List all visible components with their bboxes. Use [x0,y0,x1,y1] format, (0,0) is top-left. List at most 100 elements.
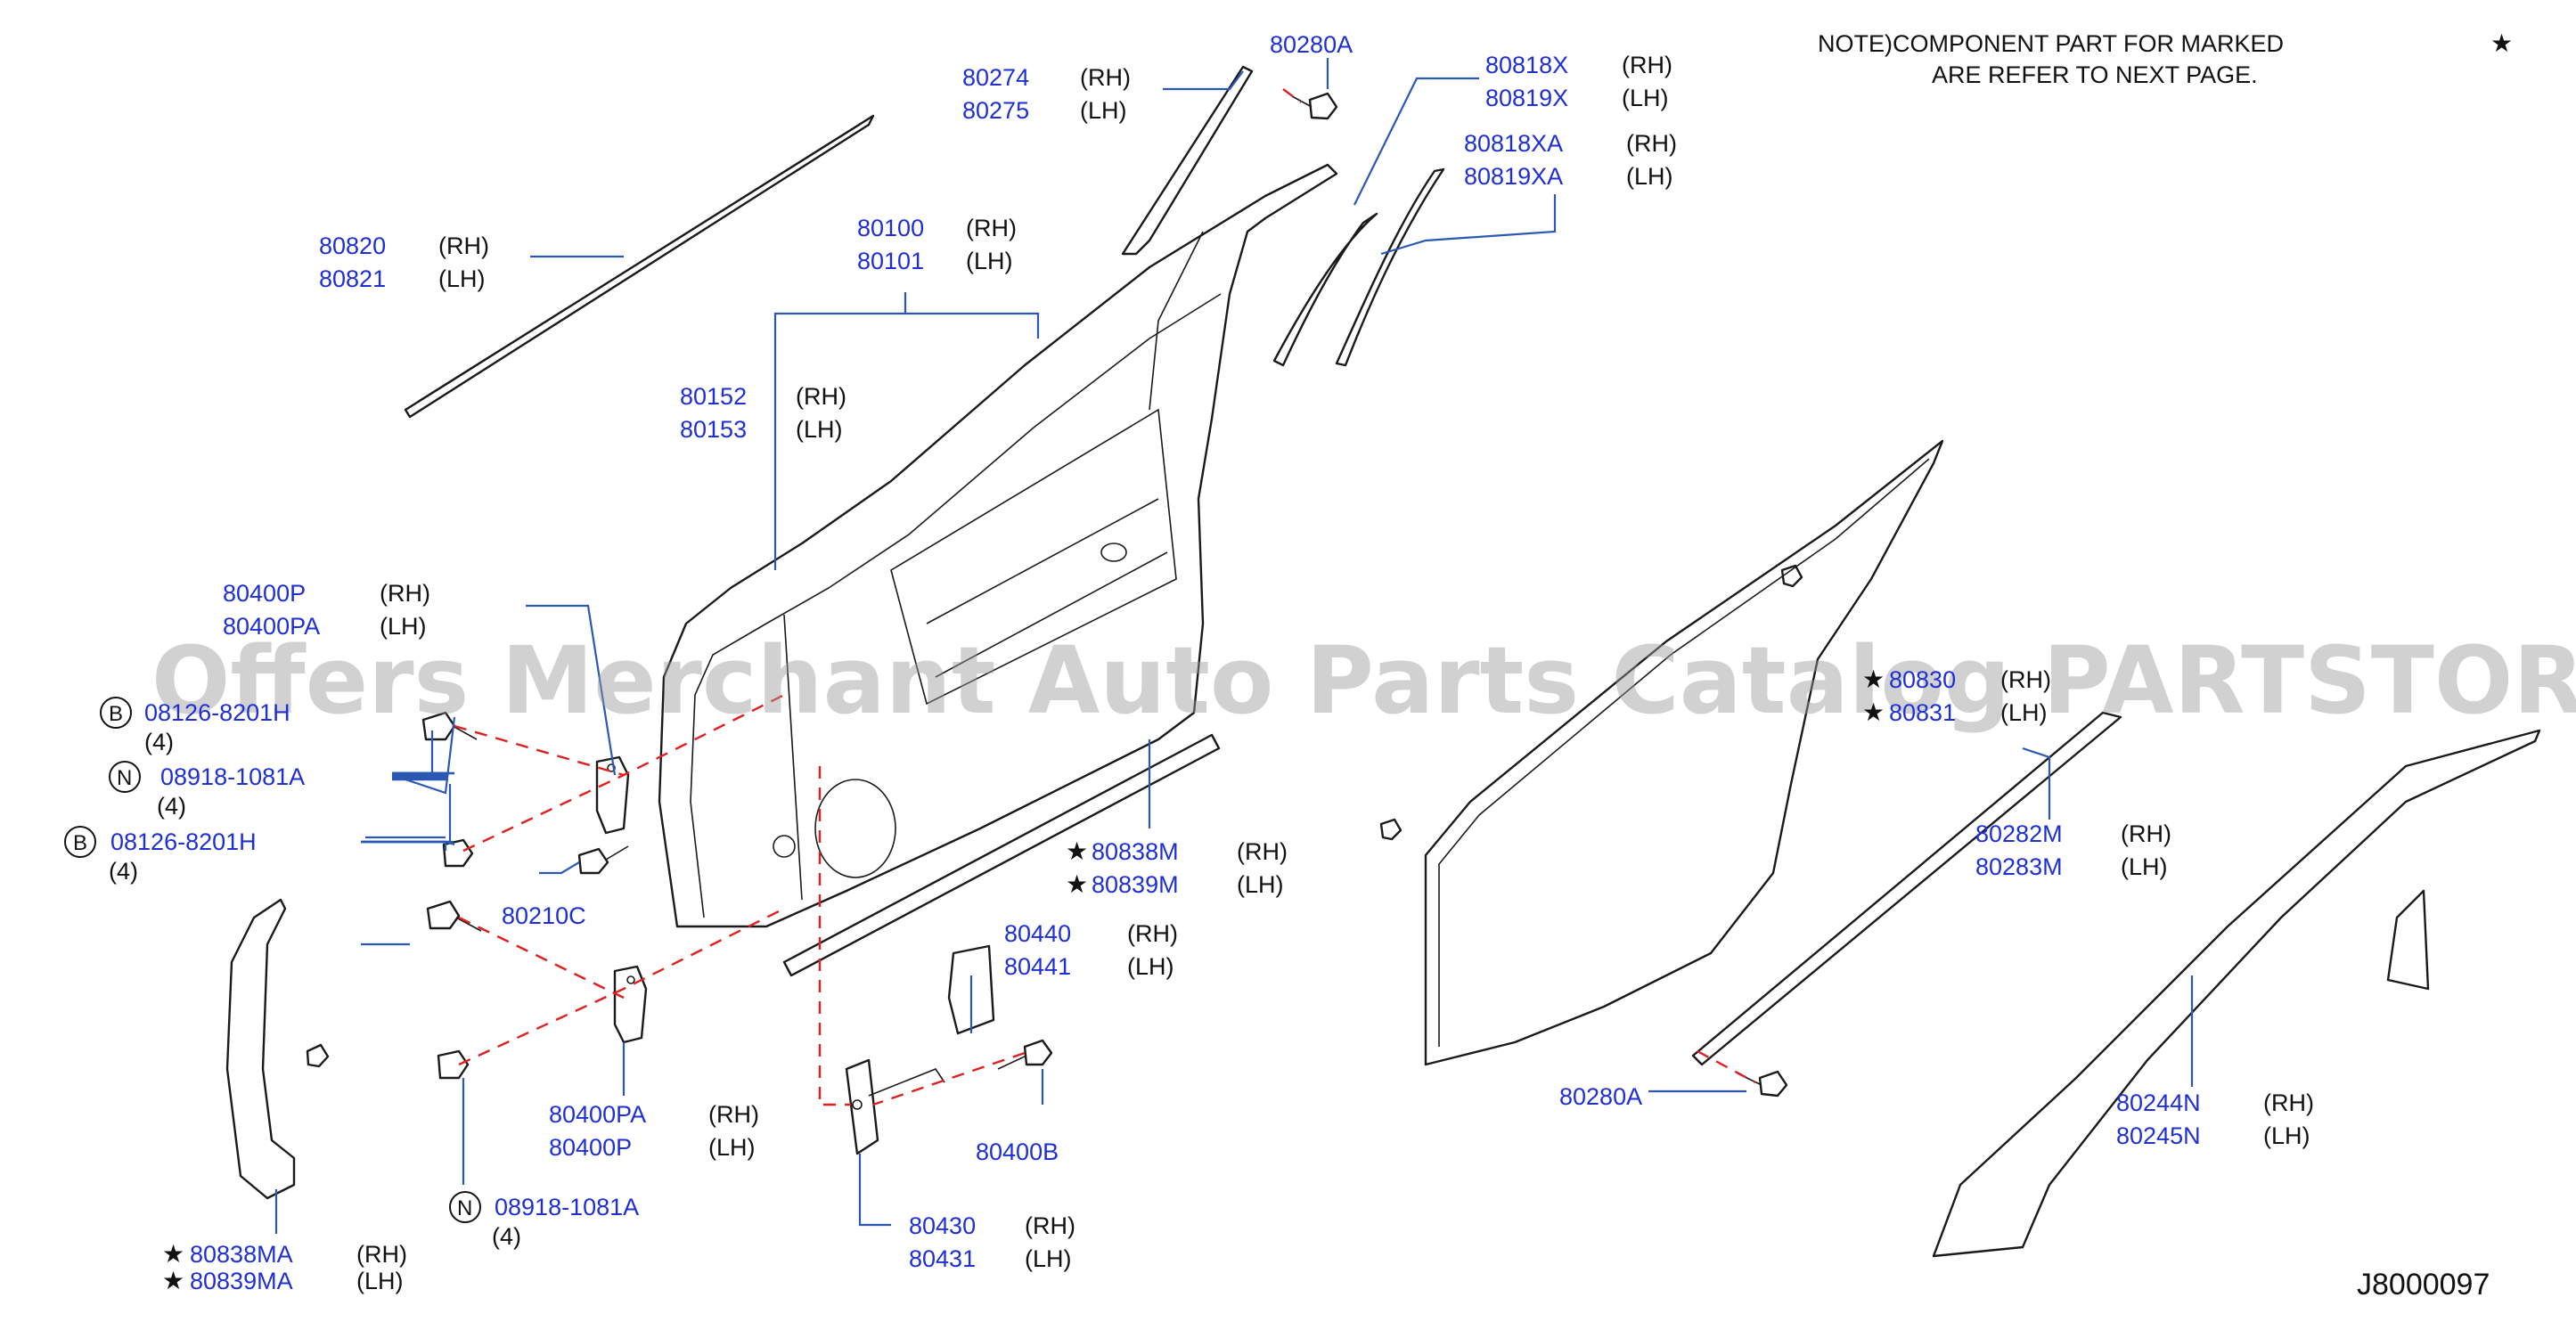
door-weatherstrip-lower [1691,711,2122,1066]
label-80819X[interactable]: 80819X [1485,85,1568,111]
side-lh-80400P-bottom: (LH) [708,1134,756,1161]
label-80838M[interactable]: 80838M [1092,838,1179,865]
front-door-shell [658,163,1338,928]
label-80280A-top[interactable]: 80280A [1270,31,1353,58]
label-08126-8201H-2[interactable]: 08126-8201H [110,828,257,855]
side-rh-80838M: (RH) [1237,838,1288,865]
label-80838MA[interactable]: 80838MA [190,1241,293,1268]
label-80282M[interactable]: 80282M [1975,820,2063,847]
star-80831-icon: ★ [1862,698,1885,727]
side-lh-80275: (LH) [1080,97,1127,124]
bolt-circle-icon-2 [64,826,96,858]
label-08126-8201H-1[interactable]: 08126-8201H [144,699,290,726]
note-line-2: ARE REFER TO NEXT PAGE. [1932,61,2258,88]
star-80830-icon: ★ [1862,665,1885,694]
qty-08918-1081A-1: (4) [157,793,186,820]
label-80274[interactable]: 80274 [962,64,1029,91]
door-frame-seal-outer [1932,729,2541,1258]
hinge-bolts [421,711,629,932]
label-80839MA[interactable]: 80839MA [190,1268,293,1294]
leader-lines-2 [274,730,2194,1234]
label-80819XA[interactable]: 80819XA [1464,163,1563,190]
label-80280A-bottom[interactable]: 80280A [1559,1083,1642,1110]
sash-trim-upper [1121,65,1254,256]
nut-circle-letter: N [117,766,132,790]
bolt-circle-letter: B [109,702,123,726]
hinge-lower [613,965,648,1044]
side-lh-80839M: (LH) [1237,871,1284,898]
side-lh-80441: (LH) [1127,953,1174,980]
label-80430[interactable]: 80430 [909,1212,976,1239]
label-80400P-bottom[interactable]: 80400P [549,1134,632,1161]
side-lh-80283M: (LH) [2121,853,2168,880]
label-80821[interactable]: 80821 [319,265,386,292]
label-80245N[interactable]: 80245N [2116,1122,2201,1149]
star-80838MA-icon: ★ [162,1239,184,1269]
qty-08126-8201H-2: (4) [109,858,138,885]
label-80275[interactable]: 80275 [962,97,1029,124]
qty-08126-8201H-1: (4) [144,729,174,755]
side-lh-80431: (LH) [1025,1245,1072,1272]
label-80431[interactable]: 80431 [909,1245,976,1272]
label-80440[interactable]: 80440 [1004,920,1071,947]
screw-80280A-top [1291,92,1338,120]
label-80818X[interactable]: 80818X [1485,52,1568,78]
side-rh-80430: (RH) [1025,1212,1075,1239]
watermark-text: Offers Merchant Auto Parts Catalog PARTS… [151,626,2576,735]
nut-circle-icon [109,761,141,793]
nut-circle-icon-2 [449,1191,481,1223]
label-80400PA-bottom[interactable]: 80400PA [549,1101,646,1128]
label-80153[interactable]: 80153 [680,416,747,443]
side-lh-80101: (LH) [966,248,1013,274]
side-rh-80820: (RH) [438,233,489,259]
qty-08918-1081A-2: (4) [492,1223,521,1250]
corner-seal-strips [1272,167,1445,367]
door-lower-molding [782,733,1221,977]
hinge-nuts [437,838,474,1080]
star-80839MA-icon: ★ [162,1266,184,1295]
label-08918-1081A-2[interactable]: 08918-1081A [495,1194,639,1220]
hinge-upper [595,755,630,835]
label-80400B[interactable]: 80400B [976,1138,1059,1165]
label-80100[interactable]: 80100 [857,215,924,241]
label-80101[interactable]: 80101 [857,248,924,274]
label-80210C[interactable]: 80210C [502,902,586,929]
side-rh-80838MA: (RH) [356,1241,407,1268]
side-rh-80244N: (RH) [2263,1089,2314,1116]
side-rh-80282M: (RH) [2121,820,2171,847]
star-80839M-icon: ★ [1066,869,1088,899]
label-80839M[interactable]: 80839M [1092,871,1179,898]
label-80152[interactable]: 80152 [680,383,747,410]
body-side-weatherstrip [1379,439,1944,1066]
note-line-1: NOTE)COMPONENT PART FOR MARKED [1818,30,2284,57]
side-rh-80400P-top: (RH) [380,580,430,607]
label-80283M[interactable]: 80283M [1975,853,2063,880]
part-labels: 80280A 80274 (RH) 80275 (LH) 80818X (RH)… [64,31,2314,1295]
label-80244N[interactable]: 80244N [2116,1089,2201,1116]
bolt-circle-letter-2: B [73,831,87,855]
check-cover [947,944,995,1035]
front-sash-seal [225,898,330,1200]
side-rh-80830: (RH) [2000,666,2051,693]
label-80400P-top[interactable]: 80400P [223,580,306,607]
label-80830[interactable]: 80830 [1889,666,1956,693]
diagram-reference: J8000097 [2357,1268,2490,1302]
bolt-circle-icon [100,697,132,729]
side-lh-80819XA: (LH) [1626,163,1673,190]
nut-circle-letter-2: N [457,1196,472,1220]
side-rh-80152: (RH) [796,383,846,410]
side-lh-80839MA: (LH) [356,1268,404,1294]
label-80820[interactable]: 80820 [319,233,386,259]
side-rh-80274: (RH) [1080,64,1131,91]
door-belt-molding-outer [404,114,875,419]
label-80400PA-top[interactable]: 80400PA [223,613,320,640]
label-80441[interactable]: 80441 [1004,953,1071,980]
star-80838M-icon: ★ [1066,836,1088,866]
door-check-link [845,1058,945,1155]
label-80818XA[interactable]: 80818XA [1464,130,1563,157]
side-rh-80400PA-bottom: (RH) [708,1101,759,1128]
label-80831[interactable]: 80831 [1889,699,1956,726]
label-08918-1081A-1[interactable]: 08918-1081A [160,763,305,790]
side-lh-80831: (LH) [2000,699,2048,726]
